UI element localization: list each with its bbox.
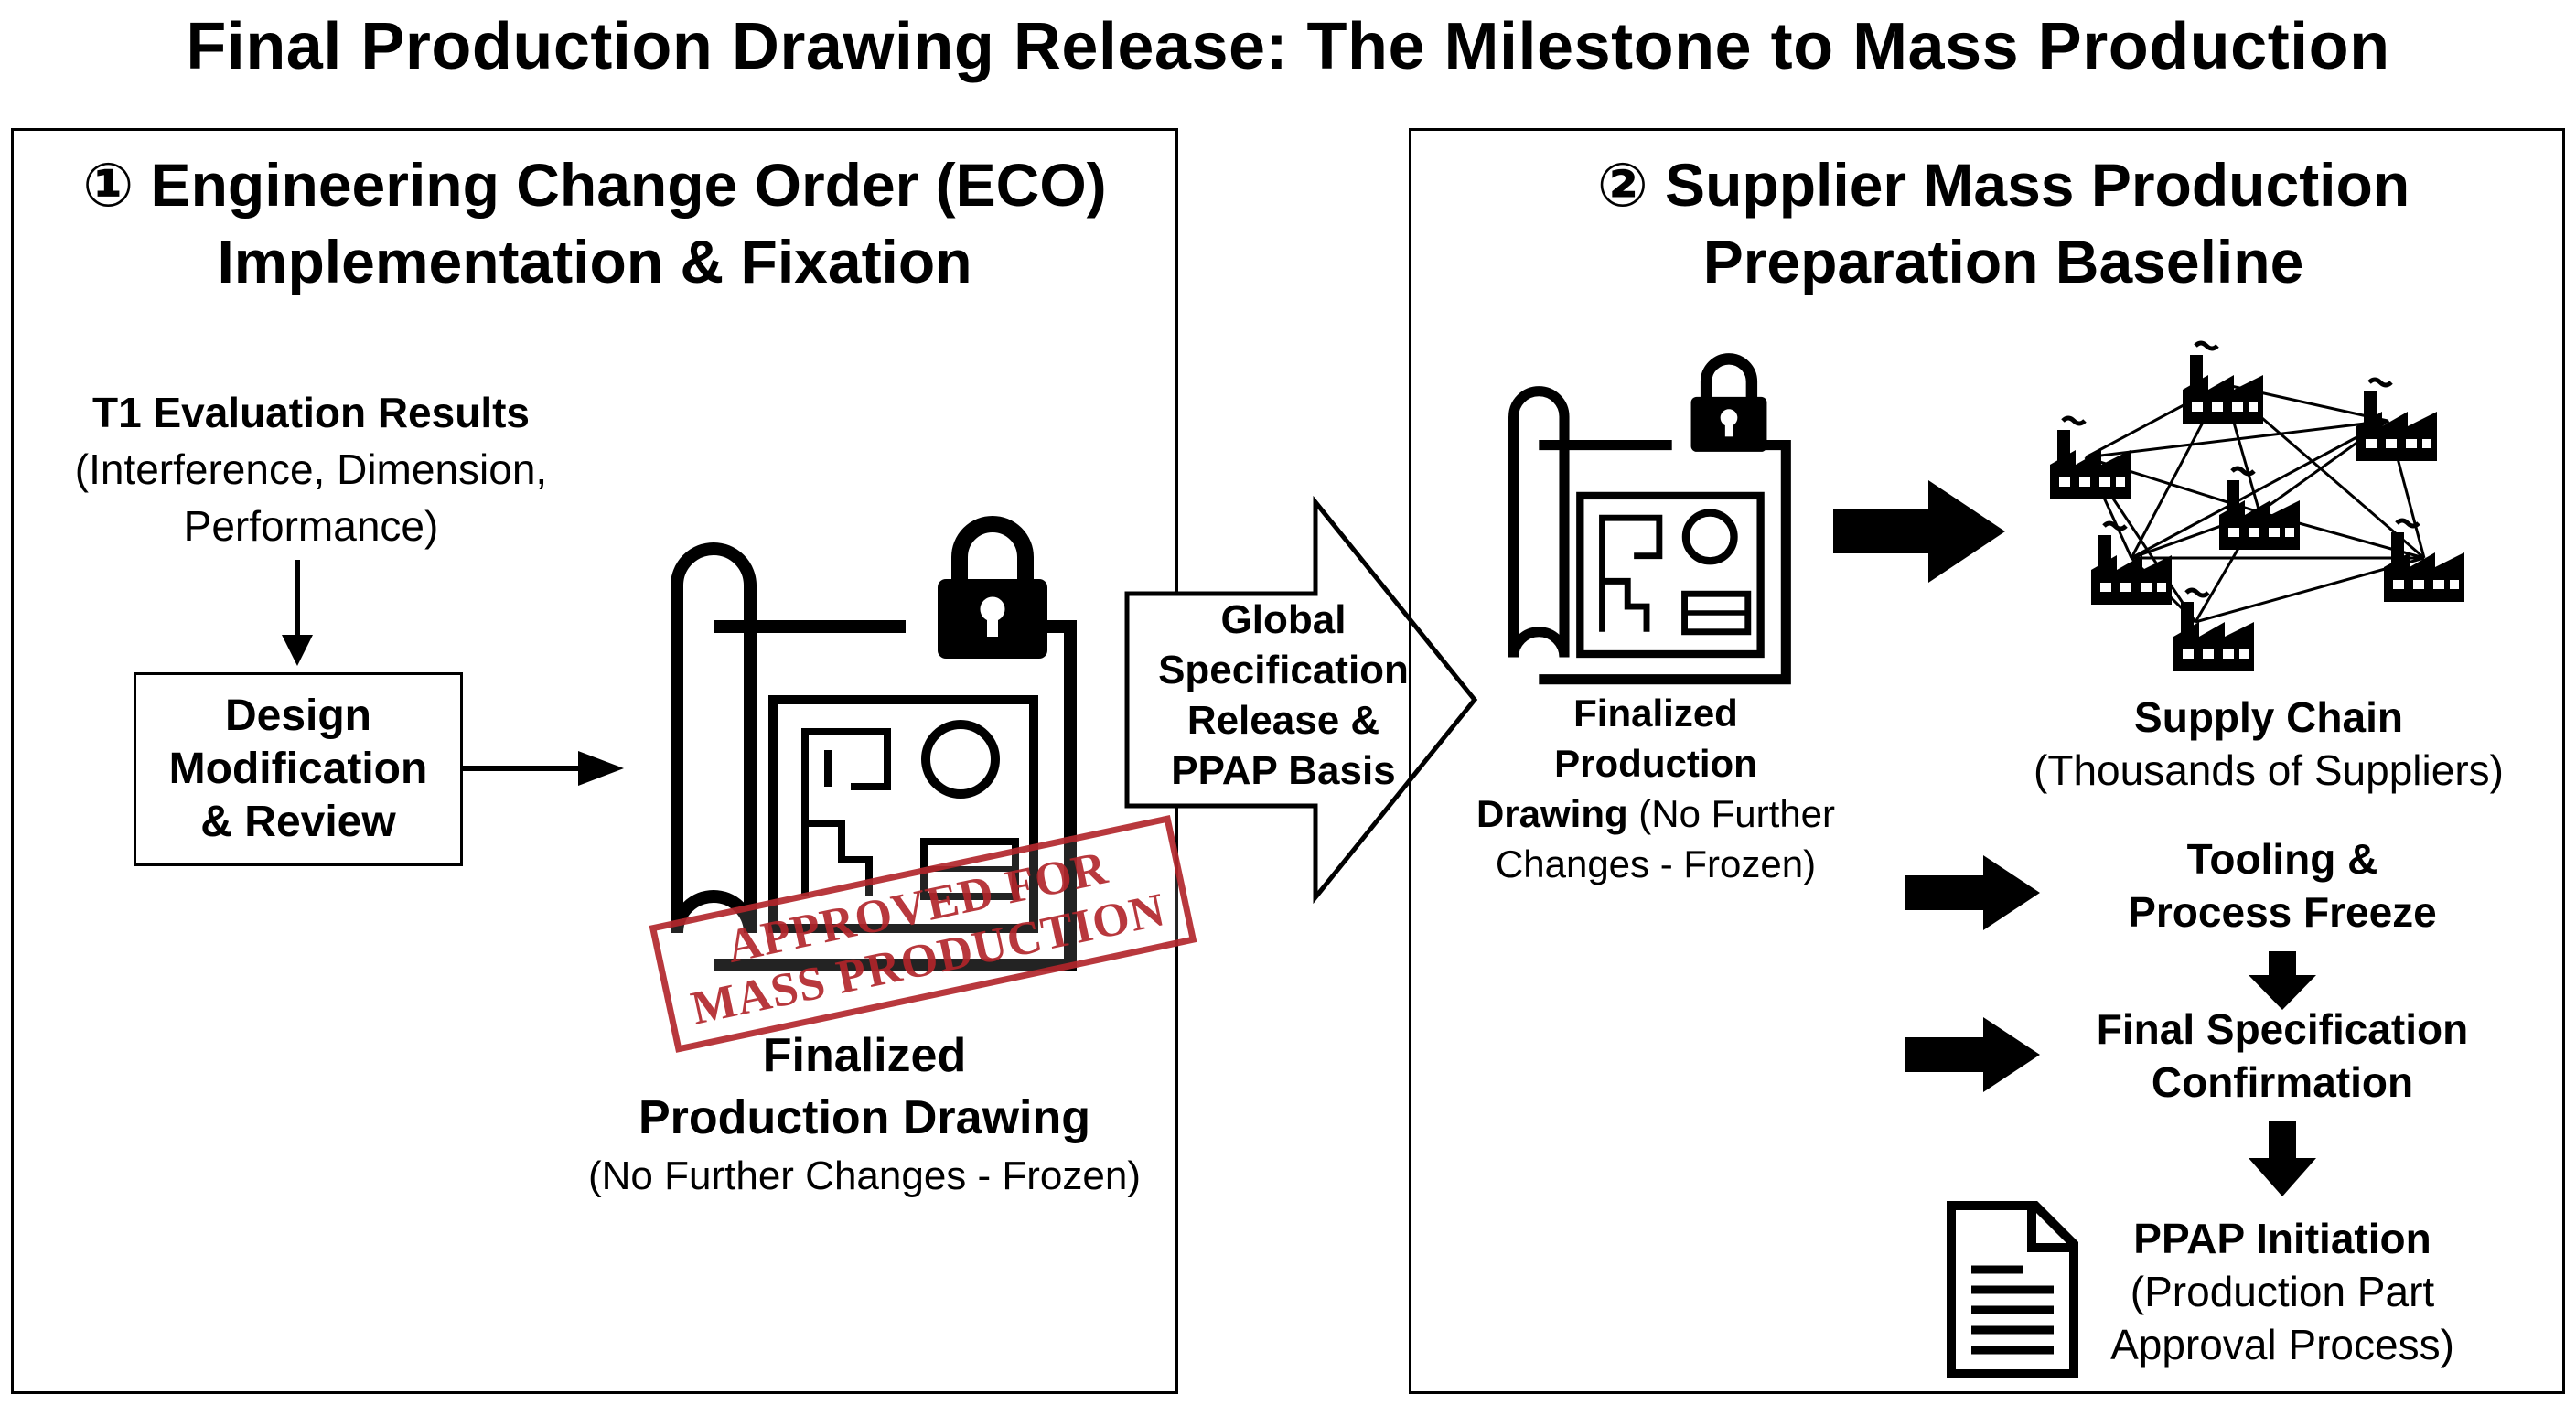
blueprint-scroll-icon bbox=[671, 542, 1077, 971]
p2-label-line2: Production bbox=[1554, 742, 1757, 785]
center-arrow-icon bbox=[1124, 495, 1478, 905]
ppap-initiation: PPAP Initiation (Production Part Approva… bbox=[2067, 1212, 2497, 1371]
t1-line1: (Interference, Dimension, bbox=[74, 445, 548, 493]
factory-icon bbox=[2177, 337, 2269, 428]
panel-supplier bbox=[1409, 128, 2565, 1394]
panel-eco-drawing-label: Finalized Production Drawing (No Further… bbox=[549, 1024, 1180, 1204]
panel-eco-heading-line2: Implementation & Fixation bbox=[217, 228, 972, 295]
factory-icon bbox=[2086, 517, 2177, 608]
p2-label-line4: Changes - Frozen) bbox=[1495, 842, 1817, 885]
arrow-icon bbox=[1905, 855, 2040, 930]
design-box-line1: Design bbox=[224, 692, 371, 740]
step-final-spec-line2: Confirmation bbox=[2151, 1058, 2414, 1106]
t1-evaluation-text: T1 Evaluation Results (Interference, Dim… bbox=[27, 384, 595, 554]
factory-icon bbox=[2351, 373, 2442, 465]
arrow-down-icon bbox=[2249, 951, 2316, 1010]
factory-icon bbox=[2045, 412, 2136, 503]
p2-label-line3b: (No Further bbox=[1627, 792, 1836, 835]
center-arrow-text: Global Specification Release & PPAP Basi… bbox=[1123, 595, 1444, 796]
arrow-icon bbox=[282, 560, 313, 666]
factory-icon bbox=[2378, 514, 2470, 606]
document-icon bbox=[1947, 1201, 2078, 1378]
supply-chain-label: Supply Chain (Thousands of Suppliers) bbox=[1994, 691, 2543, 797]
p2-label-line1: Finalized bbox=[1573, 692, 1738, 735]
step-final-spec: Final Specification Confirmation bbox=[2012, 1003, 2552, 1109]
center-arrow-line3: Release & bbox=[1186, 698, 1380, 743]
panel-supplier-heading: ② Supplier Mass Production Preparation B… bbox=[1500, 146, 2506, 300]
t1-title: T1 Evaluation Results bbox=[91, 389, 530, 436]
panel-supplier-drawing-label: Finalized Production Drawing (No Further… bbox=[1436, 688, 1875, 889]
drawing-label-sub: (No Further Changes - Frozen) bbox=[588, 1153, 1141, 1198]
ppap-line2: Approval Process) bbox=[2110, 1321, 2454, 1368]
panel-supplier-heading-line1: ② Supplier Mass Production bbox=[1596, 151, 2410, 219]
drawing-label-line1: Finalized bbox=[762, 1029, 967, 1082]
blueprint-scroll-icon bbox=[1508, 386, 1791, 685]
arrow-down-icon bbox=[2249, 1121, 2316, 1196]
ppap-line1: (Production Part bbox=[2130, 1268, 2435, 1315]
panel-eco-heading: ① Engineering Change Order (ECO) Impleme… bbox=[11, 146, 1178, 300]
center-arrow-line1: Global bbox=[1220, 597, 1347, 642]
center-arrow-line4: PPAP Basis bbox=[1171, 748, 1396, 793]
arrow-icon bbox=[463, 751, 624, 786]
step-final-spec-line1: Final Specification bbox=[2096, 1005, 2469, 1053]
design-box-line3: & Review bbox=[200, 798, 396, 846]
supply-chain-sub: (Thousands of Suppliers) bbox=[2034, 746, 2504, 794]
lock-icon bbox=[1690, 353, 1767, 452]
drawing-label-line2: Production Drawing bbox=[639, 1091, 1090, 1144]
t1-line2: Performance) bbox=[183, 502, 439, 550]
step-tooling-line2: Process Freeze bbox=[2128, 888, 2437, 936]
panel-eco-heading-line1: ① Engineering Change Order (ECO) bbox=[82, 151, 1107, 219]
factory-icon bbox=[2214, 462, 2305, 553]
lock-icon bbox=[938, 516, 1047, 659]
panel-supplier-heading-line2: Preparation Baseline bbox=[1702, 228, 2304, 295]
design-modification-box: Design Modification & Review bbox=[134, 672, 463, 866]
arrow-icon bbox=[1833, 480, 2005, 583]
arrow-icon bbox=[1905, 1017, 2040, 1092]
page-title: Final Production Drawing Release: The Mi… bbox=[186, 10, 2390, 83]
step-tooling: Tooling & Process Freeze bbox=[2049, 832, 2516, 938]
step-tooling-line1: Tooling & bbox=[2186, 835, 2378, 883]
design-box-line2: Modification bbox=[168, 745, 428, 793]
p2-label-line3a: Drawing bbox=[1476, 792, 1628, 835]
ppap-title: PPAP Initiation bbox=[2133, 1215, 2431, 1262]
supply-chain-title: Supply Chain bbox=[2134, 693, 2403, 741]
center-arrow-line2: Specification bbox=[1158, 648, 1409, 692]
factory-icon bbox=[2168, 584, 2259, 675]
